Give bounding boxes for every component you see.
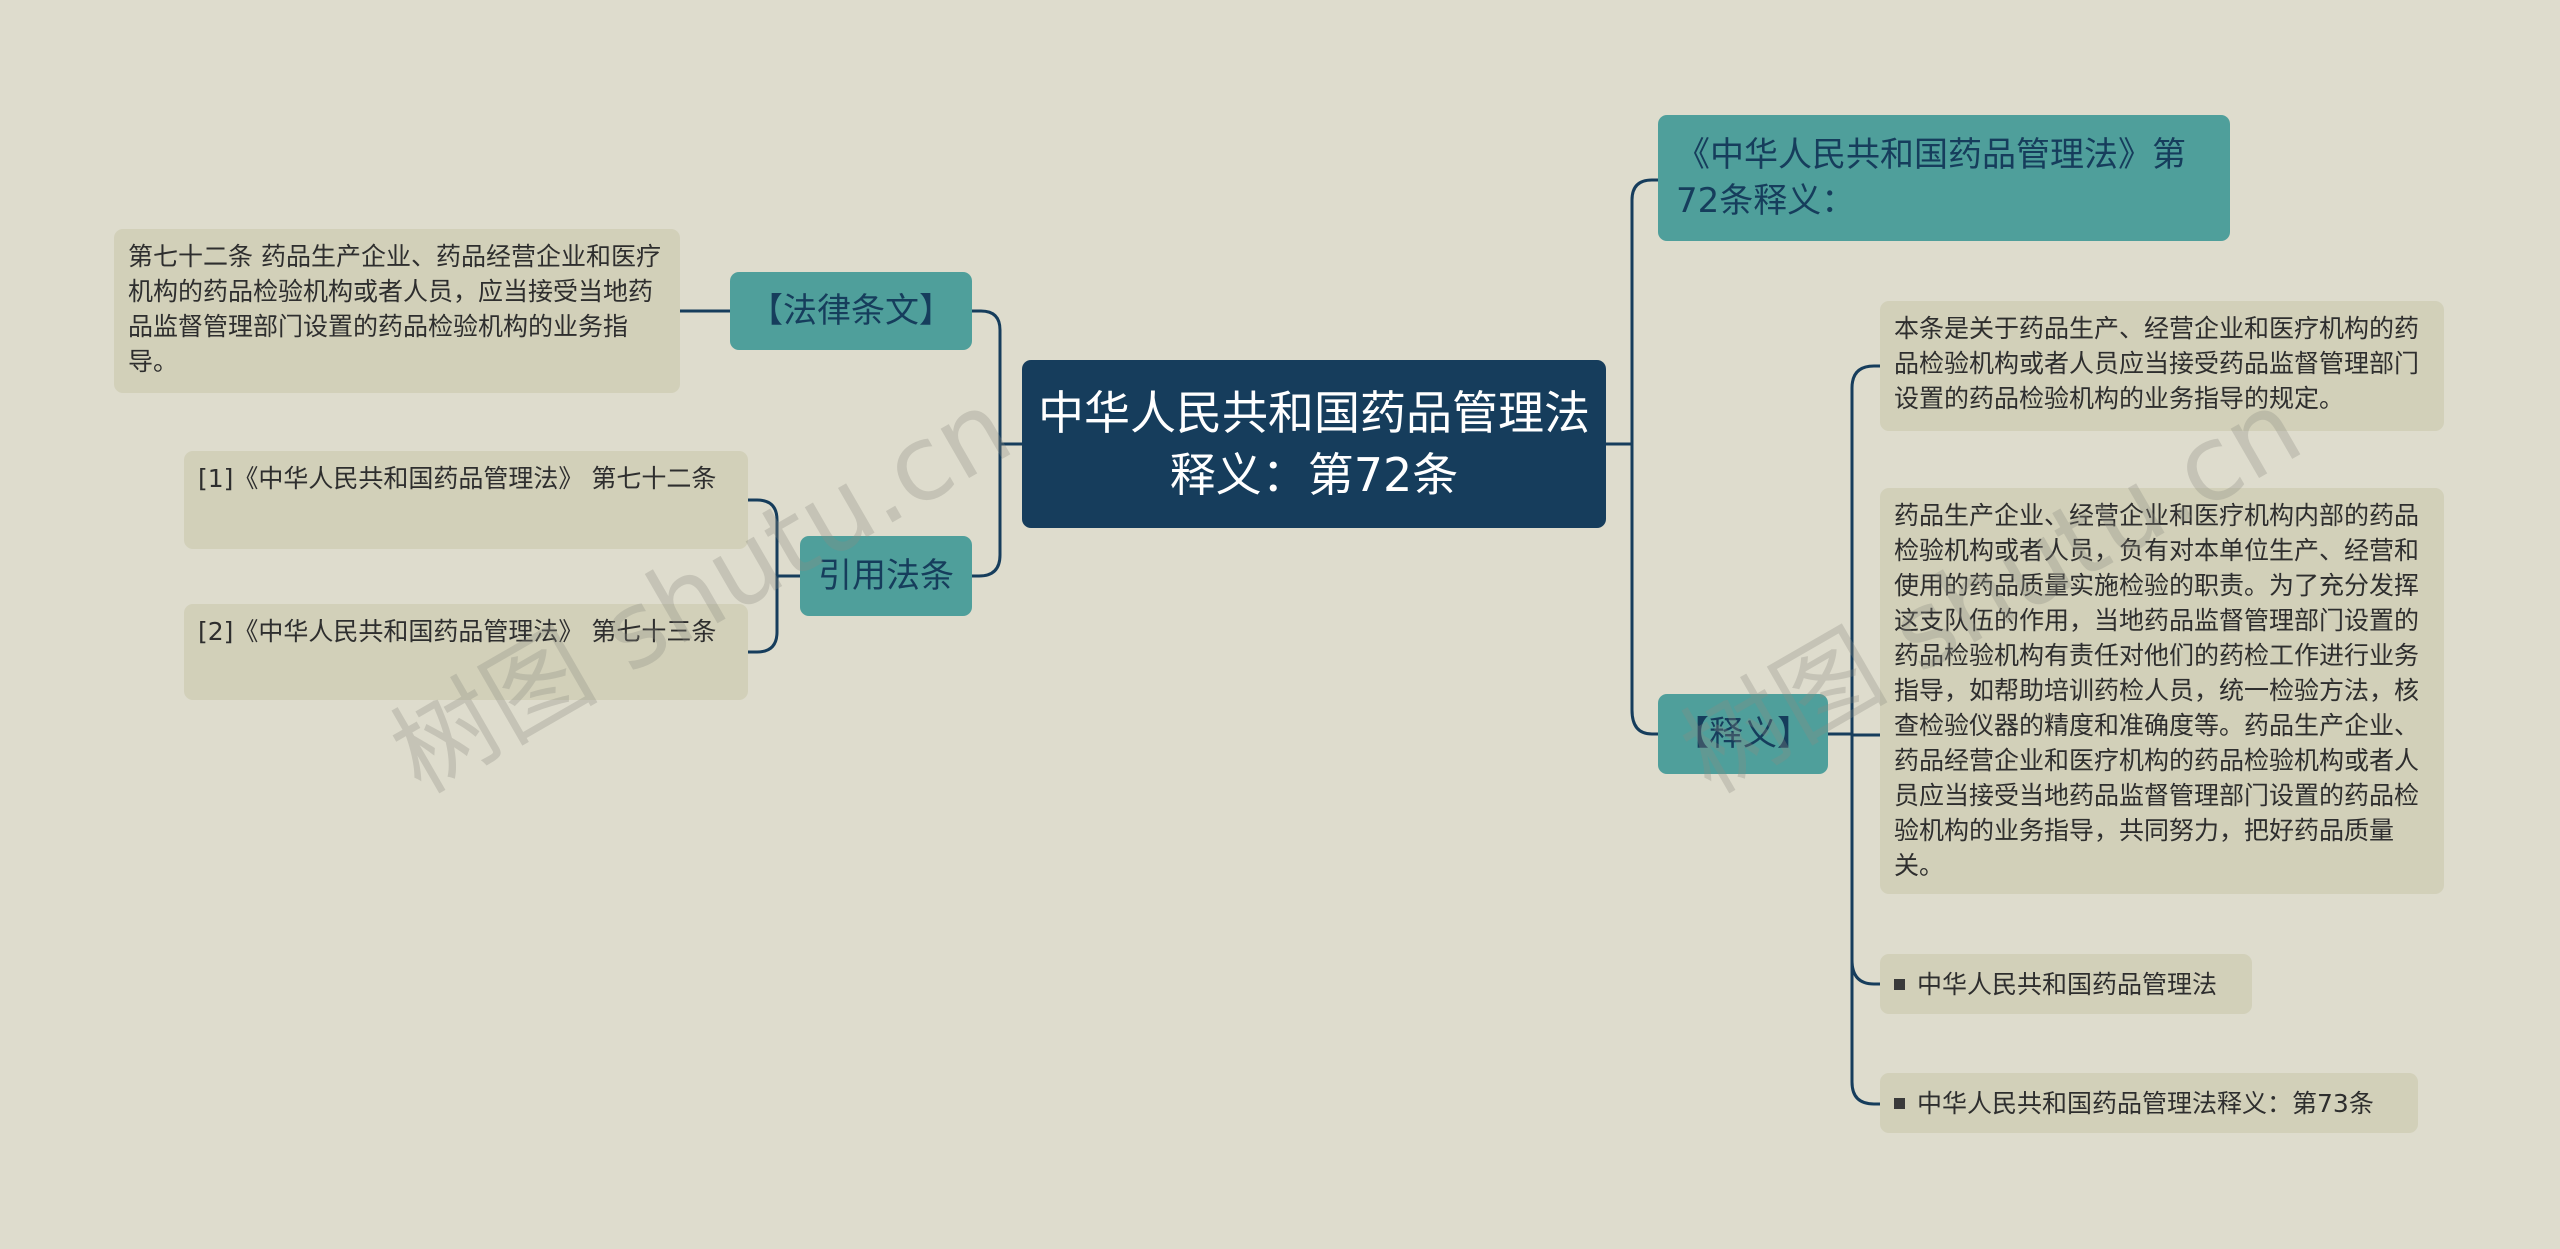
edge-to-related-2 bbox=[1850, 1081, 1880, 1106]
edge-to-law-label bbox=[972, 309, 1002, 331]
interpretation-paragraph-1[interactable]: 本条是关于药品生产、经营企业和医疗机构的药品检验机构或者人员应当接受药品监督管理… bbox=[1880, 301, 2444, 431]
citation-item-1[interactable]: [1]《中华人民共和国药品管理法》 第七十二条 bbox=[184, 451, 748, 549]
root-node[interactable]: 中华人民共和国药品管理法释义：第72条 bbox=[1022, 360, 1606, 528]
citations-node[interactable]: 引用法条 bbox=[800, 536, 972, 616]
law-text-content: 第七十二条 药品生产企业、药品经营企业和医疗机构的药品检验机构或者人员，应当接受… bbox=[128, 242, 661, 376]
related-link-text: 中华人民共和国药品管理法释义：第73条 bbox=[1917, 1088, 2374, 1118]
edge-to-para-1 bbox=[1850, 364, 1880, 389]
citation-item-2[interactable]: [2]《中华人民共和国药品管理法》 第七十三条 bbox=[184, 604, 748, 700]
edge-to-citation-2 bbox=[748, 631, 779, 654]
interpretation-paragraph-text: 药品生产企业、经营企业和医疗机构内部的药品检验机构或者人员，负有对本单位生产、经… bbox=[1894, 501, 2420, 880]
citation-item-text: [2]《中华人民共和国药品管理法》 第七十三条 bbox=[198, 617, 717, 646]
interpretation-header-text: 《中华人民共和国药品管理法》第72条释义： bbox=[1676, 135, 2186, 221]
interpretation-label: 【释义】 bbox=[1675, 714, 1811, 754]
edge-to-citations-label bbox=[972, 554, 1002, 578]
interpretation-paragraph-2[interactable]: 药品生产企业、经营企业和医疗机构内部的药品检验机构或者人员，负有对本单位生产、经… bbox=[1880, 488, 2444, 894]
law-text-node[interactable]: 【法律条文】 bbox=[730, 272, 972, 350]
edge-to-citation-1 bbox=[748, 498, 779, 521]
edge-to-interpretation bbox=[1630, 709, 1658, 736]
related-link-1[interactable]: 中华人民共和国药品管理法 bbox=[1880, 954, 2252, 1014]
edge-to-header bbox=[1630, 178, 1658, 201]
law-text-label: 【法律条文】 bbox=[749, 291, 953, 331]
root-title: 中华人民共和国药品管理法释义：第72条 bbox=[1038, 386, 1590, 502]
law-text-content-node[interactable]: 第七十二条 药品生产企业、药品经营企业和医疗机构的药品检验机构或者人员，应当接受… bbox=[114, 229, 680, 393]
related-link-2[interactable]: 中华人民共和国药品管理法释义：第73条 bbox=[1880, 1073, 2418, 1133]
interpretation-header-node[interactable]: 《中华人民共和国药品管理法》第72条释义： bbox=[1658, 115, 2230, 241]
related-link-text: 中华人民共和国药品管理法 bbox=[1917, 969, 2218, 999]
citation-item-text: [1]《中华人民共和国药品管理法》 第七十二条 bbox=[198, 464, 717, 493]
bullet-square-icon bbox=[1894, 978, 1905, 990]
citations-label: 引用法条 bbox=[818, 556, 954, 596]
interpretation-node[interactable]: 【释义】 bbox=[1658, 694, 1828, 774]
interpretation-paragraph-text: 本条是关于药品生产、经营企业和医疗机构的药品检验机构或者人员应当接受药品监督管理… bbox=[1894, 314, 2420, 413]
bullet-square-icon bbox=[1894, 1097, 1905, 1109]
edge-to-related-1 bbox=[1850, 959, 1880, 986]
